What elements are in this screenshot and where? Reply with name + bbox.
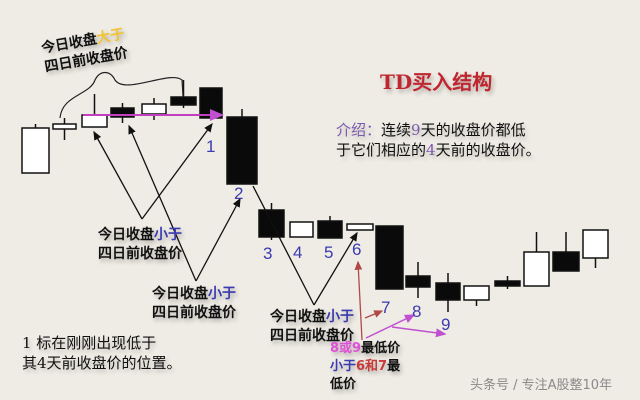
count-label-2: 2 (234, 184, 244, 203)
candle-body (463, 285, 490, 301)
candle-body (435, 282, 461, 301)
candle (523, 232, 550, 287)
count-label-6: 6 (352, 240, 362, 259)
candle (199, 87, 223, 119)
candle (405, 262, 431, 298)
annotation-less-3: 今日收盘小于 四日前收盘价 (270, 309, 354, 344)
candle (552, 232, 580, 272)
candle-body (317, 220, 343, 239)
count-label-7: 7 (381, 298, 391, 317)
candle (289, 221, 314, 238)
count-label-5: 5 (324, 243, 334, 262)
candle-body (582, 229, 609, 259)
bracket-curve (59, 71, 184, 119)
candle (110, 103, 135, 123)
candle (81, 94, 108, 128)
watermark: 头条号 / 专注A股整10年 (470, 378, 613, 393)
candle (226, 109, 258, 185)
candle (258, 203, 285, 240)
candle-body (170, 96, 197, 106)
count-label-8: 8 (412, 302, 422, 321)
candle-body (494, 280, 521, 287)
candle (317, 216, 343, 239)
candle-body (552, 251, 580, 272)
candle-body (52, 123, 77, 130)
candle (21, 124, 50, 174)
count-label-9: 9 (441, 315, 451, 334)
candle-body (289, 221, 314, 238)
candle (170, 80, 197, 108)
page-title: TD买入结构 (380, 70, 493, 94)
count-label-4: 4 (293, 243, 303, 262)
candle-body (375, 225, 404, 290)
candle (346, 223, 374, 231)
annotation-less-1: 今日收盘小于 四日前收盘价 (98, 227, 182, 262)
candle-body (346, 223, 374, 231)
note-text: 1 标在刚刚出现低于 其4天前收盘价的位置。 (22, 334, 182, 372)
candle-body (226, 116, 258, 185)
low-price-note: 8或9最低价 小于6和7最 低价 (330, 341, 401, 392)
intro-text: 介绍：连续9天的收盘价都低 于它们相应的4天前的收盘价。 (336, 121, 541, 159)
pointer-arrows (93, 122, 358, 306)
candle-body (405, 275, 431, 288)
annotation-less-2: 今日收盘小于 四日前收盘价 (152, 286, 236, 321)
candle-body (141, 103, 167, 115)
candle (582, 229, 609, 268)
candle-body (110, 107, 135, 118)
candle-body (21, 127, 50, 174)
count-label-1: 1 (206, 137, 216, 156)
candle-body (199, 87, 223, 119)
candle (463, 285, 490, 306)
candle (141, 98, 167, 120)
candle-body (523, 251, 550, 287)
candle (375, 225, 404, 290)
candle (494, 276, 521, 289)
count-label-3: 3 (263, 244, 273, 263)
candle-body (258, 209, 285, 238)
candle (52, 118, 77, 140)
candle-body (81, 114, 108, 128)
candle (435, 273, 461, 312)
